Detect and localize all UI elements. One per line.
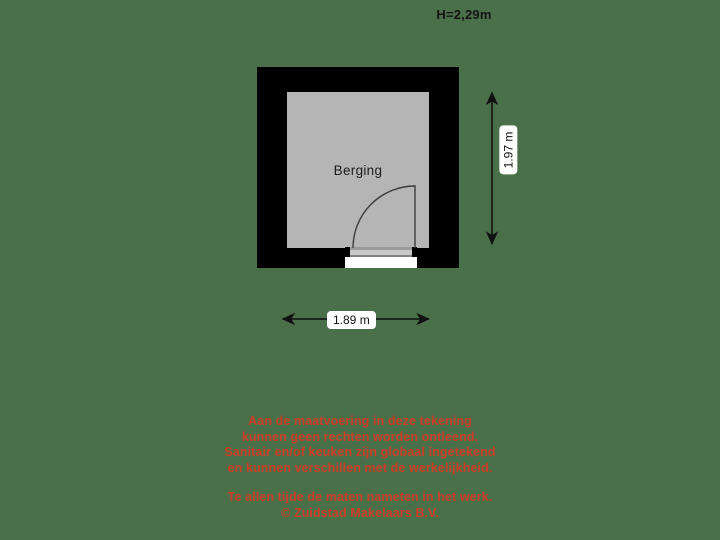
door-threshold-middle — [350, 250, 412, 255]
door-threshold-top — [345, 247, 417, 250]
dimension-label-vertical: 1.97 m — [499, 125, 518, 175]
dimension-label-horizontal: 1.89 m — [327, 311, 376, 329]
copyright-line: © Zuidstad Makelaars B.V. — [281, 505, 439, 520]
floorplan-drawing: Berging — [257, 67, 459, 268]
disclaimer-line: kunnen geen rechten worden ontleend. — [241, 429, 479, 444]
disclaimer-text: Aan de maatvoering in deze tekening kunn… — [0, 414, 720, 521]
door-swing-icon — [352, 185, 416, 249]
door-threshold-bottom — [350, 255, 412, 257]
disclaimer-line: Sanitair en/of keuken zijn globaal inget… — [224, 445, 496, 459]
ceiling-height-note: H=2,29m — [0, 7, 720, 22]
disclaimer-line: en kunnen verschillen met de werkelijkhe… — [227, 460, 493, 475]
disclaimer-line: Aan de maatvoering in deze tekening — [248, 414, 472, 428]
door-jamb-right — [412, 247, 417, 257]
disclaimer-line: Te allen tijde de maten nameten in het w… — [227, 490, 493, 504]
door-jamb-left — [345, 247, 350, 257]
ceiling-height-label: H=2,29m — [436, 7, 492, 22]
room-label-berging: Berging — [333, 162, 383, 178]
